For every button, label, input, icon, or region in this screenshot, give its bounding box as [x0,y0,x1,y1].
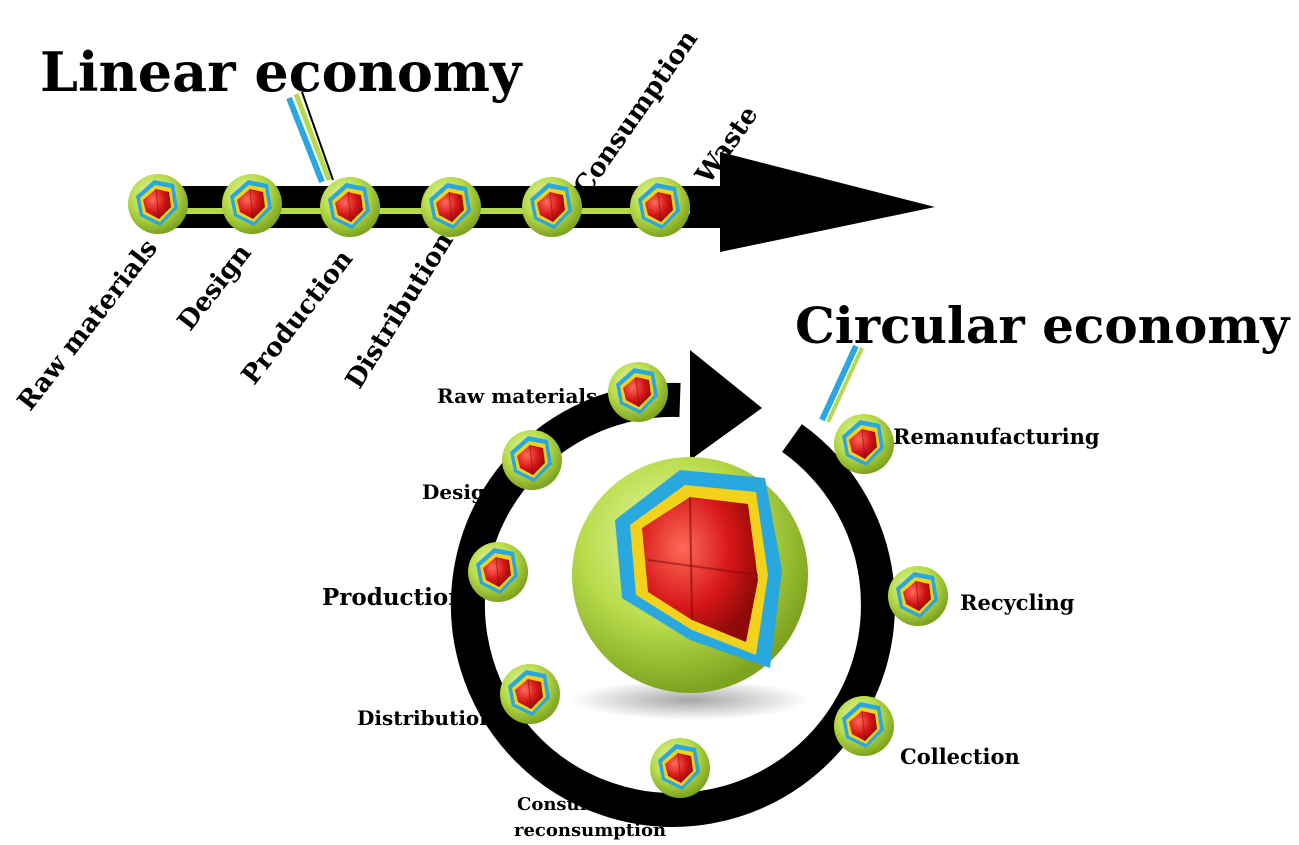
circular-label-remanufacturing: Remanufacturing [893,424,1100,449]
linear-node-waste-icon [629,176,691,238]
circular-label-raw-materials: Raw materials [437,384,598,408]
linear-node-raw-materials-icon [127,173,189,235]
circular-node-recycling-icon [887,565,949,627]
circular-title: Circular economy [795,296,1290,355]
linear-node-distribution-icon [420,176,482,238]
circular-node-distribution-icon [499,663,561,725]
linear-title-pointer [286,91,334,184]
circular-label-distribution: Distribution [357,706,494,730]
circular-node-collection-icon [833,695,895,757]
circular-node-design-icon [501,429,563,491]
circular-label-reconsumption: reconsumption [514,820,667,841]
linear-node-production-icon [319,176,381,238]
circular-label-design: Design [422,480,500,504]
circular-label-production: Production [322,584,465,611]
circular-node-consumption-icon [649,737,711,799]
circular-node-raw-materials-icon [607,361,669,423]
circular-label-consumption: Consumption/ [517,794,659,815]
circular-node-production-icon [467,541,529,603]
circular-title-pointer [819,344,864,423]
linear-title: Linear economy [40,40,522,104]
center-sphere-icon [570,457,810,720]
circular-label-recycling: Recycling [960,590,1075,615]
linear-node-design-icon [221,173,283,235]
circular-label-collection: Collection [900,744,1020,769]
circular-node-remanufacturing-icon [833,413,895,475]
